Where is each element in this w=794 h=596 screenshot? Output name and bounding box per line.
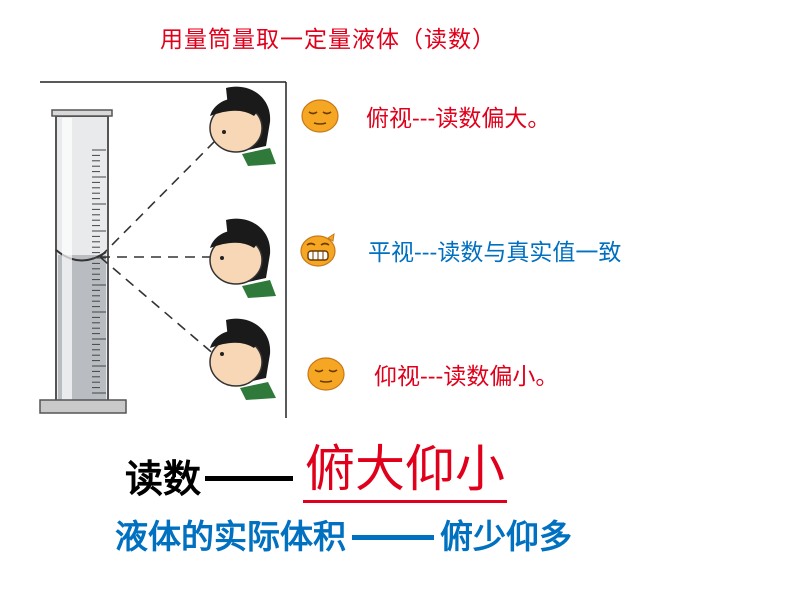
sleepy-emoji-icon — [301, 99, 339, 133]
top-sight-line — [99, 139, 217, 258]
bottom-sight-line — [99, 256, 217, 357]
reading-rule-key: 俯大仰小 — [303, 438, 508, 503]
reading-rule: 读数 俯大仰小 — [125, 438, 508, 503]
sleepy-emoji-icon — [307, 357, 345, 391]
actual-volume-value: 俯少仰多 — [440, 517, 572, 556]
note-top: 俯视---读数偏大。 — [300, 98, 550, 134]
actual-volume-rule: 液体的实际体积 俯少仰多 — [115, 510, 572, 558]
boy-face-icon-top — [209, 86, 276, 166]
graduated-cylinder-icon — [39, 109, 127, 414]
note-middle-text: 平视---读数与真实值一致 — [368, 240, 622, 266]
reading-rule-dash — [205, 476, 294, 481]
actual-volume-dash — [352, 534, 434, 540]
reading-rule-label: 读数 — [125, 457, 202, 501]
grinning-emoji-icon — [300, 232, 336, 267]
note-bottom-text: 仰视---读数偏小。 — [374, 364, 559, 390]
page-title: 用量筒量取一定量液体（读数） — [160, 27, 496, 53]
actual-volume-label: 液体的实际体积 — [115, 517, 346, 556]
note-bottom: 仰视---读数偏小。 — [306, 356, 558, 392]
note-top-text: 俯视---读数偏大。 — [366, 106, 551, 132]
note-middle: 平视---读数与真实值一致 — [298, 232, 621, 268]
boy-face-icon-middle — [209, 218, 276, 298]
boy-face-icon-bottom — [209, 318, 276, 400]
